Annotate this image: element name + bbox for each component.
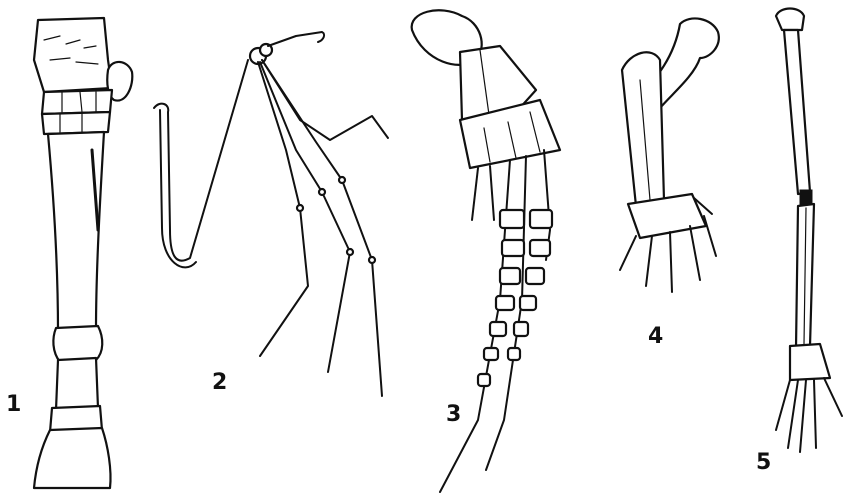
bat-wing-bones-icon	[154, 32, 388, 396]
mole-forelimb-bones-icon	[620, 18, 719, 292]
horse-leg-bones-icon	[34, 18, 132, 488]
limb-label-4: 4	[648, 326, 663, 348]
limb-label-3: 3	[446, 404, 461, 426]
whale-flipper-bones-icon	[412, 10, 560, 492]
limb-label-5: 5	[756, 452, 771, 474]
limb-label-1: 1	[6, 394, 21, 416]
monkey-arm-bones-icon	[776, 9, 842, 453]
limb-label-2: 2	[212, 372, 227, 394]
